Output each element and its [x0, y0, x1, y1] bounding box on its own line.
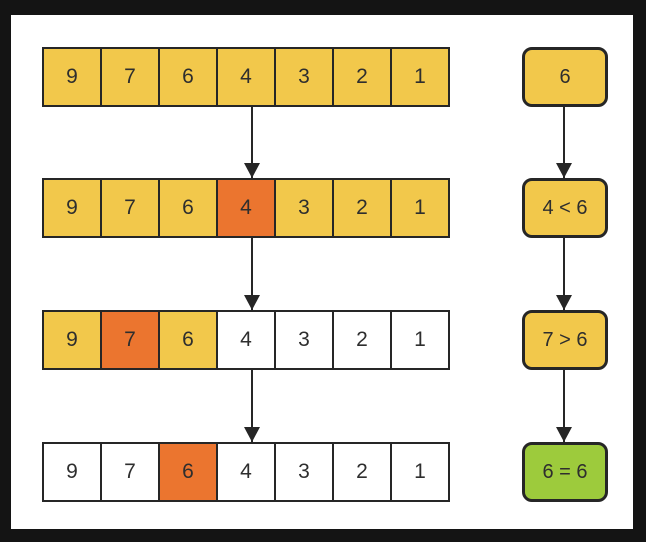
array-cell: 3: [274, 178, 334, 238]
arrow-down-icon: [556, 238, 572, 310]
target-value-box: 6: [522, 47, 608, 107]
arrow-down-icon: [556, 370, 572, 442]
array-cell-highlighted: 7: [100, 310, 160, 370]
comparison-box-2: 7 > 6: [522, 310, 608, 370]
result-box: 6 = 6: [522, 442, 608, 502]
array-cell-highlighted: 4: [216, 178, 276, 238]
array-cell: 4: [216, 310, 276, 370]
array-cell: 1: [390, 442, 450, 502]
array-cell: 3: [274, 47, 334, 107]
array-cell: 9: [42, 442, 102, 502]
array-cell: 4: [216, 47, 276, 107]
comparison-box-1: 4 < 6: [522, 178, 608, 238]
array-cell: 1: [390, 178, 450, 238]
arrow-down-icon: [244, 107, 260, 178]
array-cell: 7: [100, 442, 160, 502]
array-row-1: 9 7 6 4 3 2 1: [42, 47, 450, 107]
array-cell: 6: [158, 310, 218, 370]
arrow-down-icon: [556, 107, 572, 178]
array-cell: 2: [332, 47, 392, 107]
array-row-2: 9 7 6 4 3 2 1: [42, 178, 450, 238]
array-cell: 9: [42, 310, 102, 370]
array-cell: 3: [274, 310, 334, 370]
array-cell: 6: [158, 47, 218, 107]
array-cell: 3: [274, 442, 334, 502]
array-row-4: 9 7 6 4 3 2 1: [42, 442, 450, 502]
array-cell-highlighted: 6: [158, 442, 218, 502]
arrow-down-icon: [244, 370, 260, 442]
array-cell: 9: [42, 47, 102, 107]
diagram-panel: 9 7 6 4 3 2 1 9 7 6 4 3 2 1 9 7 6 4 3 2 …: [11, 15, 633, 529]
array-cell: 1: [390, 47, 450, 107]
array-cell: 4: [216, 442, 276, 502]
array-cell: 6: [158, 178, 218, 238]
array-cell: 2: [332, 442, 392, 502]
array-cell: 7: [100, 47, 160, 107]
array-cell: 2: [332, 178, 392, 238]
arrow-down-icon: [244, 238, 260, 310]
array-cell: 1: [390, 310, 450, 370]
array-cell: 2: [332, 310, 392, 370]
array-row-3: 9 7 6 4 3 2 1: [42, 310, 450, 370]
array-cell: 7: [100, 178, 160, 238]
array-cell: 9: [42, 178, 102, 238]
